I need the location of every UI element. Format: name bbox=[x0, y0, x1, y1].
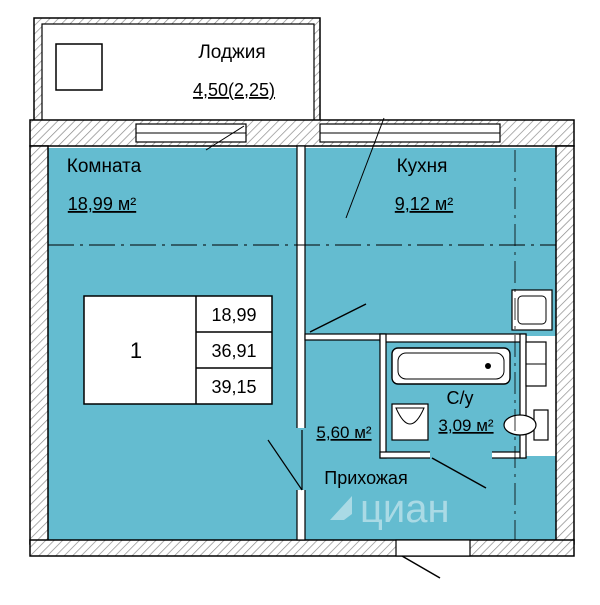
entrance-door bbox=[395, 539, 471, 557]
kuhnya-label: Кухня bbox=[397, 156, 448, 177]
komnata-label: Комната bbox=[67, 156, 142, 177]
info-box: 1 18,99 36,91 39,15 bbox=[83, 295, 273, 405]
loggia-area: 4,50(2,25) bbox=[193, 80, 275, 100]
window-swing bbox=[205, 125, 245, 151]
watermark-text: циан bbox=[360, 487, 450, 531]
bathtub-icon bbox=[391, 347, 511, 385]
balcony-door-swing bbox=[345, 117, 385, 219]
info-kitchen-net-area: 36,91 bbox=[211, 341, 256, 361]
sanuzel-wall-top bbox=[379, 333, 527, 343]
info-rooms-count: 1 bbox=[130, 338, 142, 363]
komnata-door-gap bbox=[296, 428, 306, 490]
prihozhaya-label: Прихожая bbox=[324, 468, 407, 488]
kuhnya-area: 9,12 м² bbox=[395, 194, 453, 214]
riser-icon bbox=[525, 341, 547, 387]
partition-kuhnya bbox=[304, 333, 386, 341]
loggia-column-icon bbox=[55, 43, 103, 91]
sanuzel-wall-left bbox=[379, 333, 387, 459]
sanuzel-area: 3,09 м² bbox=[438, 416, 493, 435]
bottom-wall bbox=[29, 539, 575, 557]
sanuzel-wall-right bbox=[519, 333, 527, 459]
prihozhaya-area: 5,60 м² bbox=[316, 423, 371, 442]
right-wall bbox=[555, 145, 575, 545]
toilet-icon bbox=[503, 409, 549, 441]
loggia bbox=[33, 17, 321, 123]
info-living-area: 18,99 bbox=[211, 305, 256, 325]
loggia-label: Лоджия bbox=[198, 42, 265, 63]
prihozhaya-floor-lower bbox=[380, 456, 556, 540]
sanuzel-label: С/у bbox=[447, 388, 474, 408]
watermark-logo: циан bbox=[330, 487, 450, 531]
sink-icon bbox=[391, 403, 429, 441]
partition-komnata bbox=[296, 145, 306, 541]
komnata-area: 18,99 м² bbox=[68, 194, 136, 214]
kitchen-sink-icon bbox=[511, 289, 553, 331]
left-wall bbox=[29, 145, 49, 545]
prihozhaya-floor bbox=[300, 336, 380, 540]
info-total-area: 39,15 bbox=[211, 377, 256, 397]
sanuzel-door-gap bbox=[430, 451, 492, 459]
